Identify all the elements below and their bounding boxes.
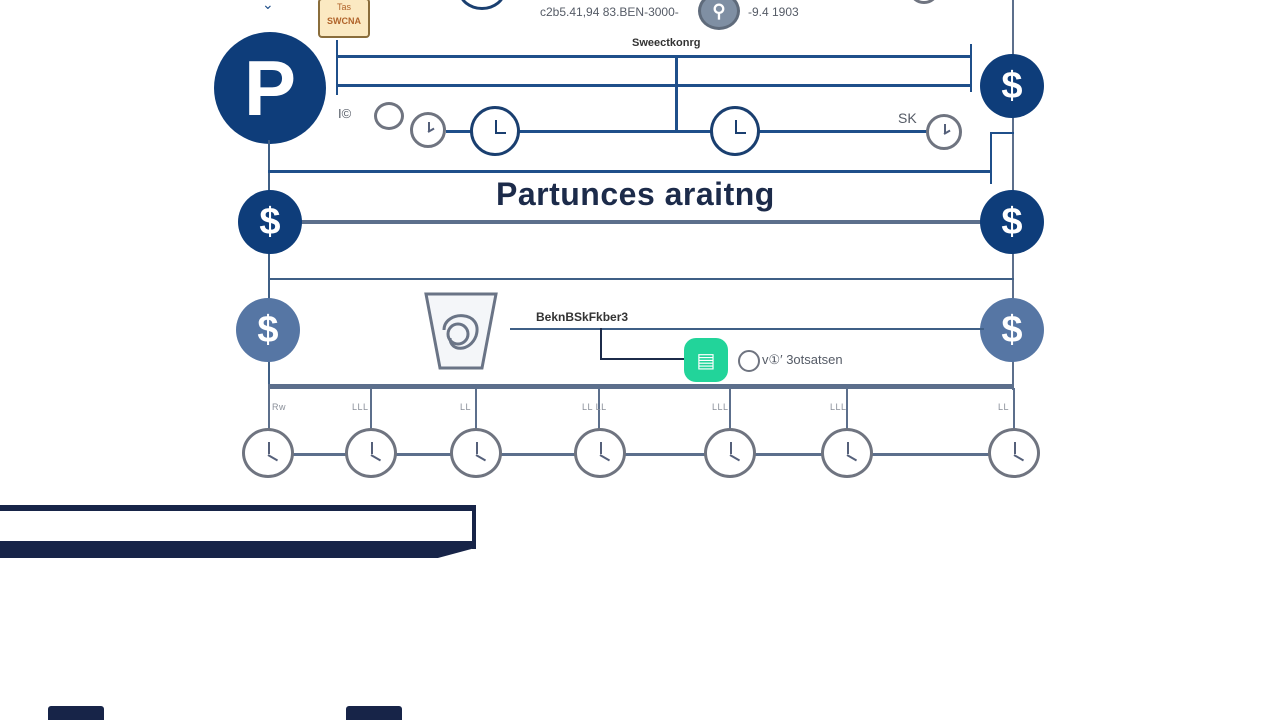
- drop-1: [268, 388, 270, 430]
- drop-4: [598, 388, 600, 430]
- timeline-clock-1-icon: [242, 428, 294, 478]
- row1-right-label: SK: [898, 110, 917, 126]
- timeline-clock-5-icon: [704, 428, 756, 478]
- row1-clock-2-icon: [710, 106, 760, 156]
- title-bottom-line: [268, 220, 1014, 224]
- green-app-icon: ▤: [684, 338, 728, 382]
- timeline-label-1: Rw: [272, 402, 286, 412]
- timeline-label-2: LLL: [352, 402, 369, 412]
- timeline-clock-3-icon: [450, 428, 502, 478]
- branch-horizontal: [600, 358, 686, 360]
- dollar-node-right-1-icon: $: [980, 190, 1044, 254]
- dollar-node-right-2-icon: $: [980, 298, 1044, 362]
- timeline-label-7: LL: [998, 402, 1010, 412]
- top-numbers-left: c2b5.41,94 83.BEN-3000-: [540, 5, 679, 19]
- drop-3: [475, 388, 477, 430]
- bottom-clock-line: [268, 453, 1016, 456]
- branch-label: BeknBSkFkber3: [536, 310, 629, 324]
- upper-line-2: [336, 84, 972, 87]
- dollar-node-left-1-icon: $: [238, 190, 302, 254]
- note-card: Tas SWCNA: [318, 0, 370, 38]
- drop-7: [1013, 388, 1015, 430]
- timeline-label-3: LL: [460, 402, 472, 412]
- note-card-bottom-text: SWCNA: [327, 16, 361, 26]
- row1-clock-1-icon: [470, 106, 520, 156]
- timeline-clock-2-icon: [345, 428, 397, 478]
- dollar-node-top-right-icon: $: [980, 54, 1044, 118]
- separator-line: [268, 278, 1014, 280]
- timeline-label-6: LLL: [830, 402, 847, 412]
- top-left-mark-icon: ⌄: [262, 0, 274, 12]
- timeline-clock-4-icon: [574, 428, 626, 478]
- row1-clock-right-icon: [926, 114, 962, 150]
- branch-drop: [600, 328, 602, 360]
- center-drop: [675, 58, 678, 132]
- top-right-partial-clock-icon: [910, 0, 938, 4]
- row1-clock-small-icon: [410, 112, 446, 148]
- diagram-title: Partunces araitng: [496, 176, 775, 212]
- upper-right-tick: [970, 44, 972, 92]
- shield-logo-icon: [424, 290, 498, 374]
- top-gauge-icon: ⚲: [698, 0, 740, 30]
- shelf-top-edge: [0, 505, 476, 511]
- bracket-right: [990, 132, 992, 184]
- timeline-bar: [268, 384, 1014, 389]
- timeline-label-5: LLL: [712, 402, 729, 412]
- title-top-line: [268, 170, 992, 173]
- shelf-bottom: [0, 541, 476, 558]
- timeline-clock-6-icon: [821, 428, 873, 478]
- row1-clock-empty-icon: [374, 102, 404, 130]
- row1-left-label: I©: [338, 106, 352, 121]
- upper-line-1: [336, 55, 972, 58]
- branch-line: [510, 328, 984, 330]
- drop-6: [846, 388, 848, 430]
- drop-2: [370, 388, 372, 430]
- green-node-label: v①′ 3otsatsen: [762, 352, 843, 367]
- leg-right: [346, 706, 402, 720]
- timeline-label-4: LL LL: [582, 402, 607, 412]
- leg-left: [48, 706, 104, 720]
- parking-node-icon: P: [214, 32, 326, 144]
- dollar-node-left-2-icon: $: [236, 298, 300, 362]
- timeline-clock-7-icon: [988, 428, 1040, 478]
- green-row-clock-icon: [738, 350, 760, 372]
- note-card-top-text: Tas: [336, 2, 351, 12]
- left-spine: [268, 140, 270, 390]
- note-connector: [336, 40, 338, 95]
- top-partial-clock-icon: [458, 0, 506, 10]
- shelf-right-edge: [472, 505, 476, 549]
- bracket-top: [990, 132, 1014, 134]
- subheader-label: Sweectkonrg: [632, 37, 701, 49]
- row1-line: [446, 130, 936, 133]
- drop-5: [729, 388, 731, 430]
- top-numbers-right: -9.4 1903: [748, 5, 799, 19]
